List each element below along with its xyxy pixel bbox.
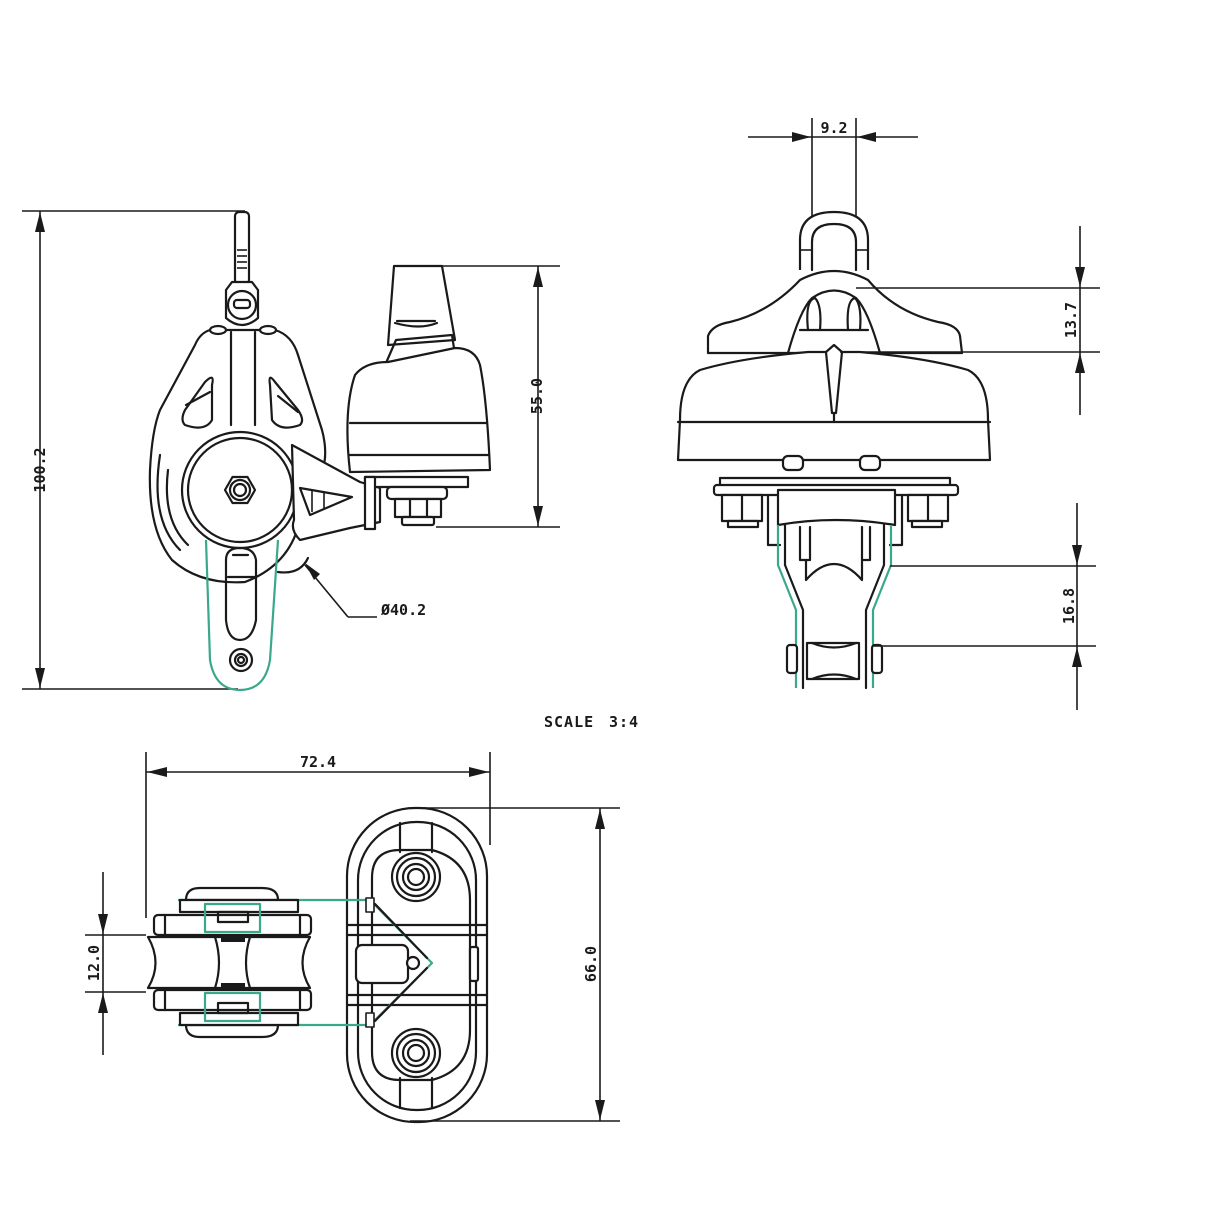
scale-value: 3:4 — [609, 713, 639, 731]
base-plate-top — [345, 806, 489, 1124]
scale-label: SCALE 3:4 — [544, 713, 639, 731]
dim-label-shackle-width: 9.2 — [820, 119, 847, 137]
dim-label-saddle-height: 13.7 — [1062, 302, 1080, 338]
fairlead-bracket — [766, 488, 904, 690]
top-view: 72.4 — [85, 752, 620, 1124]
cam-cleat — [346, 264, 492, 531]
dim-label-overall-height: 100.2 — [31, 447, 49, 492]
dim-sheave-width: 12.0 — [85, 872, 146, 1055]
dim-shackle-width: 9.2 — [748, 118, 918, 218]
dim-overall-height: 100.2 — [22, 210, 245, 690]
dim-fairlead-offset: 16.8 — [873, 503, 1096, 710]
dim-sheave-diameter: Ø40.2 — [276, 556, 426, 619]
dim-label-overall-length: 72.4 — [300, 753, 336, 771]
becket-strap — [204, 539, 280, 692]
dim-label-fairlead-offset: 16.8 — [1060, 588, 1078, 624]
dim-label-cleat-height: 55.0 — [528, 378, 546, 414]
block-cheek — [148, 324, 382, 584]
scale-label-text: SCALE — [544, 713, 594, 731]
dim-saddle-height: 13.7 — [840, 226, 1100, 415]
sheave-assembly-top — [146, 886, 313, 1039]
front-view: 9.2 — [676, 118, 1100, 710]
dim-label-sheave-diameter: Ø40.2 — [380, 601, 426, 619]
saddle — [706, 270, 964, 355]
shackle-loop — [798, 210, 870, 272]
top-stud — [224, 210, 260, 327]
side-view: 100.2 — [22, 210, 560, 692]
dim-label-sheave-width: 12.0 — [85, 945, 103, 981]
cleat-dome — [676, 343, 992, 462]
dim-overall-length: 72.4 — [145, 752, 491, 918]
dim-label-base-length: 66.0 — [582, 946, 600, 982]
dim-cleat-height: 55.0 — [436, 265, 560, 528]
fairlead-arms-top — [178, 897, 434, 1028]
dim-base-length: 66.0 — [410, 807, 620, 1122]
